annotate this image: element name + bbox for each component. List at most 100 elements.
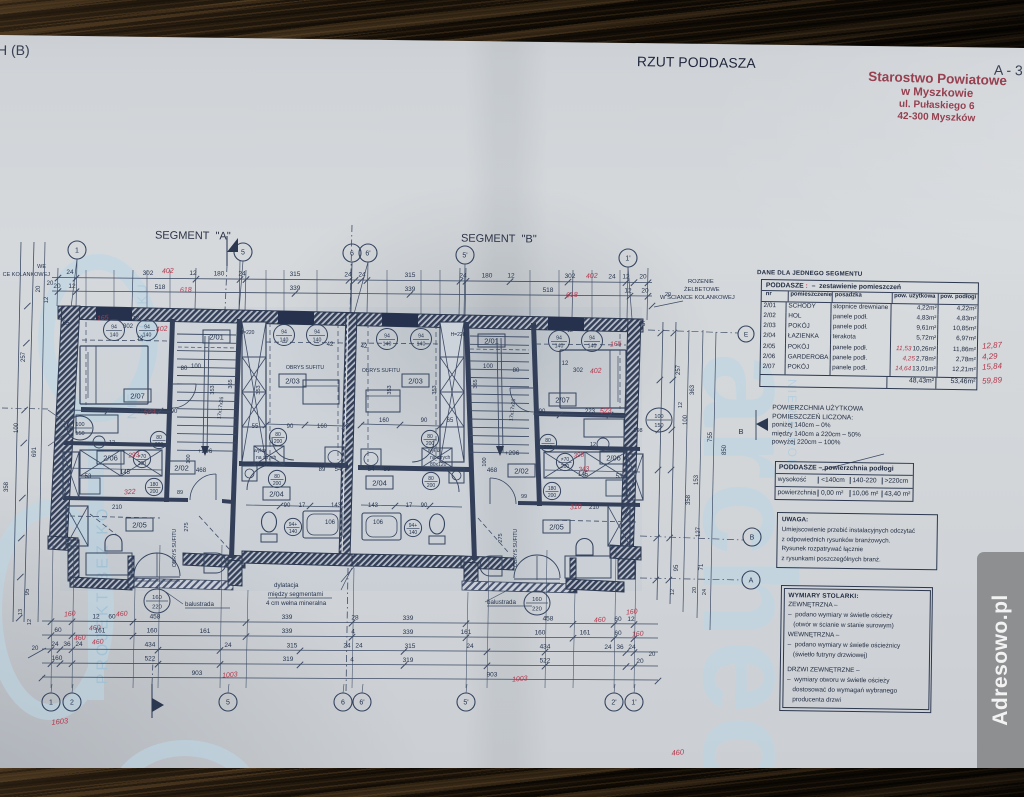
svg-text:257: 257 [21,351,27,362]
svg-text:36: 36 [616,644,624,651]
svg-text:80: 80 [428,476,434,482]
svg-text:468: 468 [487,467,498,474]
svg-text:90: 90 [171,409,178,415]
svg-text:402: 402 [590,368,602,376]
svg-text:755: 755 [708,431,714,442]
svg-text:OBRYS SUFITU: OBRYS SUFITU [286,365,324,371]
svg-text:12: 12 [562,361,569,367]
svg-text:28: 28 [351,615,359,622]
svg-text:903: 903 [487,671,498,678]
svg-text:WE: WE [37,264,46,270]
svg-text:180: 180 [482,272,493,279]
svg-text:54: 54 [335,467,342,473]
svg-text:2/02: 2/02 [514,467,529,476]
svg-text:65: 65 [63,321,70,327]
svg-text:143: 143 [331,503,342,509]
svg-text:94+: 94+ [289,522,298,528]
svg-text:339: 339 [290,285,301,292]
svg-text:458: 458 [150,614,161,621]
svg-text:80: 80 [427,434,433,440]
svg-text:275: 275 [184,522,190,531]
svg-text:2/04: 2/04 [372,479,387,488]
svg-text:5': 5' [463,700,468,707]
svg-text:220: 220 [532,607,542,613]
svg-text:434: 434 [145,642,156,649]
svg-text:127: 127 [696,526,702,537]
svg-text:12: 12 [68,283,76,290]
svg-text:1003: 1003 [222,671,238,679]
svg-text:140: 140 [555,344,564,350]
svg-text:94: 94 [314,330,320,336]
svg-text:na strych: na strych [256,455,277,461]
svg-text:94: 94 [418,334,424,340]
svg-text:160: 160 [317,424,328,430]
svg-text:143: 143 [368,503,379,509]
svg-text:20: 20 [53,283,61,290]
svg-text:20: 20 [636,658,644,665]
svg-text:365: 365 [228,379,234,388]
svg-text:200: 200 [150,489,159,495]
svg-text:4: 4 [350,657,354,664]
svg-text:24: 24 [224,642,232,649]
svg-text:460: 460 [74,635,86,643]
svg-text:150: 150 [654,423,663,429]
svg-text:2/03: 2/03 [408,377,423,386]
svg-text:36: 36 [63,641,71,648]
svg-text:5': 5' [462,253,467,260]
svg-text:339: 339 [282,628,293,635]
svg-text:20: 20 [665,292,671,298]
svg-text:OBRYS SUFITU: OBRYS SUFITU [362,368,400,374]
svg-text:850: 850 [722,444,728,455]
svg-text:145: 145 [120,470,131,476]
svg-text:353: 353 [256,385,262,394]
svg-text:OBRYS SUFITU: OBRYS SUFITU [513,529,519,567]
svg-text:24: 24 [604,644,612,651]
svg-text:20: 20 [36,285,42,292]
svg-text:180: 180 [214,270,225,277]
svg-text:160: 160 [535,629,546,636]
svg-text:89: 89 [319,467,326,473]
svg-text:OBRYS SUFITU: OBRYS SUFITU [172,529,178,567]
svg-text:2: 2 [70,700,74,707]
svg-text:5: 5 [241,250,245,257]
svg-text:160: 160 [626,608,638,616]
svg-text:2/02: 2/02 [174,464,189,473]
svg-text:balustrada: balustrada [487,599,516,606]
svg-text:223: 223 [138,409,149,415]
svg-text:100: 100 [191,364,202,370]
svg-text:20: 20 [639,274,647,281]
svg-text:24: 24 [66,269,74,276]
svg-text:522: 522 [540,658,551,665]
svg-text:80x120: 80x120 [430,462,447,468]
svg-text:60: 60 [108,613,116,620]
svg-text:100: 100 [14,422,20,433]
svg-text:220: 220 [152,605,162,611]
svg-text:293: 293 [127,452,140,460]
svg-text:2/06: 2/06 [606,454,621,463]
svg-text:198: 198 [63,426,72,432]
svg-text:55: 55 [252,424,259,430]
svg-text:165: 165 [610,341,622,349]
svg-text:94: 94 [384,334,390,340]
svg-text:257: 257 [676,364,682,375]
svg-text:20: 20 [649,652,656,658]
svg-text:161: 161 [461,629,472,636]
svg-text:90: 90 [539,409,546,415]
svg-text:94: 94 [556,336,562,342]
svg-text:302: 302 [573,368,584,374]
svg-text:160: 160 [379,418,390,424]
svg-text:1003: 1003 [512,675,528,683]
svg-text:12: 12 [137,336,144,342]
svg-text:94: 94 [589,336,595,342]
svg-text:1603: 1603 [51,716,69,727]
svg-text:12: 12 [627,616,635,623]
svg-text:180: 180 [548,486,557,492]
svg-text:95: 95 [674,564,680,571]
svg-text:358: 358 [4,481,10,492]
svg-text:1: 1 [49,700,53,707]
svg-text:12: 12 [567,328,573,334]
svg-text:523: 523 [600,408,612,416]
svg-text:17x17x26: 17x17x26 [217,396,226,419]
svg-text:54: 54 [368,467,375,473]
svg-text:13: 13 [18,609,24,615]
